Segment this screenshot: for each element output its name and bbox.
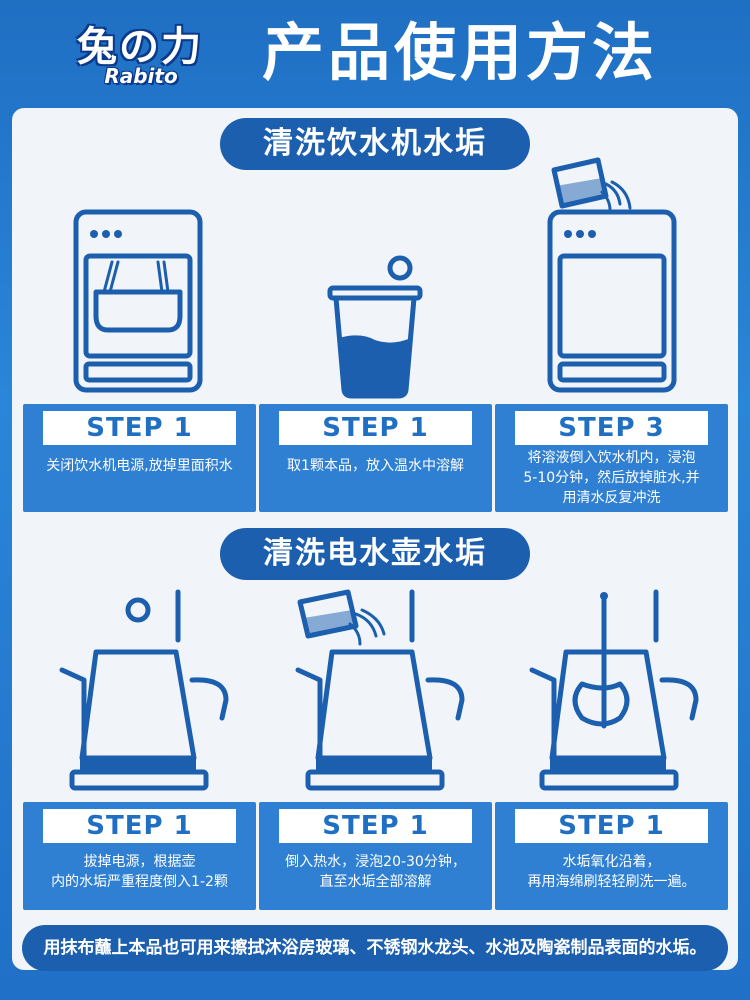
section-title-dispenser: 清洗饮水机水垢 — [220, 118, 530, 170]
footer-note: 用抹布蘸上本品也可用来擦拭沐浴房玻璃、不锈钢水龙头、水池及陶瓷制品表面的水垢。 — [22, 925, 728, 971]
step-card: STEP 1 倒入热水，浸泡20-30分钟， 直至水垢全部溶解 — [259, 802, 492, 910]
water-dispenser-draining-icon — [73, 209, 203, 393]
step-description-line: 倒入热水，浸泡20-30分钟， — [285, 854, 466, 870]
header: 兔の力 Rabito 产品使用方法 — [0, 0, 750, 108]
kettle-sponge-brush-icon — [529, 589, 699, 791]
step-label: STEP 1 — [43, 809, 236, 843]
step-card: STEP 1 水垢氧化沿着， 再用海绵刷轻轻刷洗一遍。 — [495, 802, 728, 910]
step-description-line: 将溶液倒入饮水机内，浸泡 — [527, 450, 696, 466]
step-card: STEP 1 取1颗本品，放入温水中溶解 — [259, 404, 492, 512]
step-description-line: 5-10分钟，然后放掉脏水,并 — [523, 470, 700, 486]
step-description: 倒入热水，浸泡20-30分钟， 直至水垢全部溶解 — [265, 852, 486, 892]
step-label: STEP 1 — [515, 809, 708, 843]
step-card: STEP 1 关闭饮水机电源,放掉里面积水 — [23, 404, 256, 512]
section-title-kettle: 清洗电水壶水垢 — [220, 528, 530, 580]
page-title: 产品使用方法 — [262, 16, 659, 89]
step-description-line: 内的水垢严重程度倒入1-2颗 — [51, 874, 228, 890]
brand-logo: 兔の力 Rabito — [56, 14, 224, 96]
step-description-line: 再用海绵刷轻轻刷洗一遍。 — [527, 874, 696, 890]
water-dispenser-pouring-icon — [547, 157, 677, 393]
kettle-pouring-water-icon — [295, 589, 465, 791]
step-description-line: 用清水反复冲洗 — [562, 490, 661, 506]
step-description: 拔掉电源，根据壶 内的水垢严重程度倒入1-2颗 — [29, 852, 250, 892]
kettle-with-tablet-icon — [59, 589, 229, 791]
step-label: STEP 1 — [279, 809, 472, 843]
step-card: STEP 3 将溶液倒入饮水机内，浸泡 5-10分钟，然后放掉脏水,并 用清水反… — [495, 404, 728, 512]
logo-cn-text: 兔の力 — [77, 24, 203, 70]
step-description: 水垢氧化沿着， 再用海绵刷轻轻刷洗一遍。 — [501, 852, 722, 892]
step-description: 关闭饮水机电源,放掉里面积水 — [29, 456, 250, 476]
step-description-line: 直至水垢全部溶解 — [319, 874, 432, 890]
step-label: STEP 1 — [279, 411, 472, 445]
step-description-line: 取1颗本品，放入温水中溶解 — [287, 458, 464, 474]
logo-en-text: Rabito — [104, 64, 178, 88]
step-label: STEP 3 — [515, 411, 708, 445]
step-label: STEP 1 — [43, 411, 236, 445]
step-description: 取1颗本品，放入温水中溶解 — [265, 456, 486, 476]
step-description-line: 关闭饮水机电源,放掉里面积水 — [46, 458, 233, 474]
step-description: 将溶液倒入饮水机内，浸泡 5-10分钟，然后放掉脏水,并 用清水反复冲洗 — [501, 448, 722, 508]
step-card: STEP 1 拔掉电源，根据壶 内的水垢严重程度倒入1-2颗 — [23, 802, 256, 910]
cup-with-tablet-icon — [327, 255, 423, 399]
step-description-line: 拔掉电源，根据壶 — [83, 854, 196, 870]
step-description-line: 水垢氧化沿着， — [562, 854, 661, 870]
